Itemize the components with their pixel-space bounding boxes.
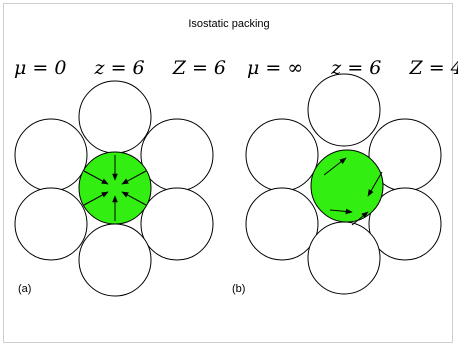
panel-b-center-disk [310,149,384,223]
panel-a-disk-upper-left [14,118,88,192]
panel-b-force-arrow-3 [367,171,383,197]
panel-b-force-arrow-2 [329,208,353,215]
panel-a-label: (a) [18,283,32,295]
panel-a-disk-top [78,80,152,154]
panel-a-packing [14,80,214,297]
panel-b-z: z = 6 [331,57,382,79]
panel-a-force-arrow-upper-right [121,170,147,185]
panel-b-force-arrow-4 [351,211,369,226]
figure-title: Isostatic packing [188,18,270,30]
panel-b-force-arrow-1 [323,157,347,176]
panel-a-center-disk [78,151,152,225]
panel-b-mu: μ = ∞ [247,57,304,79]
panel-a-Z: Z = 6 [172,57,227,79]
panel-a-disk-bottom [78,223,152,297]
panel-b-disk-upper-left [245,118,319,192]
panel-b-equations: μ = ∞ z = 6 Z = 4 [247,57,458,79]
panel-a-force-arrow-lower-right [121,191,147,206]
panel-b-disk-bottom [307,221,381,295]
panel-b-disk-lower-right [368,187,442,261]
panel-b-label: (b) [232,283,246,295]
panel-a-equations: μ = 0 z = 6 Z = 6 [14,57,226,79]
panel-a-disk-lower-left [14,187,88,261]
panel-a-mu: μ = 0 [14,57,67,79]
panel-a-force-arrow-upper-left [83,170,109,185]
panel-a-z: z = 6 [94,57,145,79]
panel-b-disk-lower-left [245,187,319,261]
panel-a-disk-lower-right [140,187,214,261]
panel-b-disk-top [307,73,381,147]
panel-b-Z: Z = 4 [409,57,458,79]
panel-a-disk-upper-right [140,118,214,192]
panel-b-packing [245,73,442,295]
panel-a-force-arrow-lower-left [83,191,109,206]
